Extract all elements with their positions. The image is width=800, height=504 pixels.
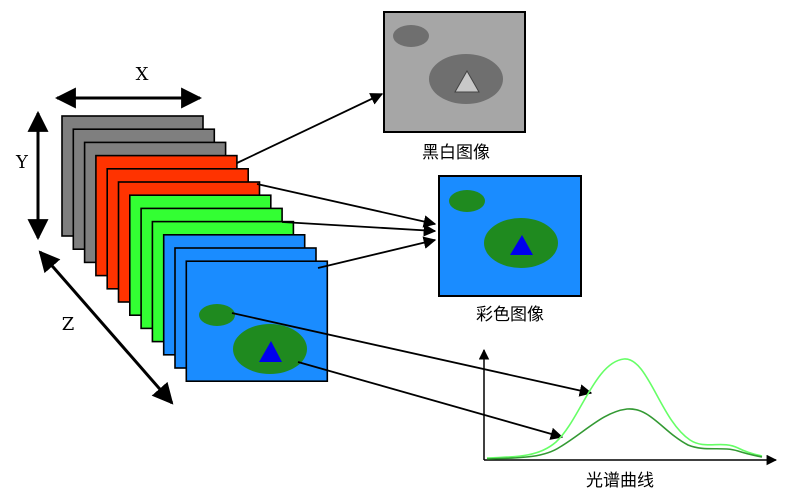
front-triangle xyxy=(259,341,282,362)
color-image xyxy=(438,175,582,297)
front-layer-scene xyxy=(199,304,307,374)
spectrum-light-curve xyxy=(486,358,763,459)
spectrum-plot xyxy=(478,348,778,466)
arrow-to-grayscale xyxy=(236,93,384,164)
grayscale-image xyxy=(383,11,526,133)
color-triangle xyxy=(510,235,533,255)
spectrum-label: 光谱曲线 xyxy=(586,471,654,491)
mapping-arrows xyxy=(231,93,593,440)
z-axis-arrow xyxy=(38,250,174,405)
arrow-pixel-to-dark-curve xyxy=(297,361,564,440)
spectrum-dark-curve xyxy=(486,408,763,460)
arrow-green-to-color xyxy=(281,221,437,237)
z-axis-label: Z xyxy=(62,314,75,335)
gray-small-blob xyxy=(393,25,429,47)
y-axis-label: Y xyxy=(15,152,29,173)
color-image-label: 彩色图像 xyxy=(476,305,544,325)
grayscale-label: 黑白图像 xyxy=(422,143,490,163)
color-small-blob xyxy=(449,190,485,212)
arrow-red-to-color xyxy=(256,183,437,228)
gray-triangle xyxy=(454,69,480,93)
front-small-blob xyxy=(199,304,235,326)
x-axis-label: X xyxy=(136,64,149,85)
arrow-pixel-to-light-curve xyxy=(231,312,593,397)
arrow-blue-to-color xyxy=(317,236,437,269)
